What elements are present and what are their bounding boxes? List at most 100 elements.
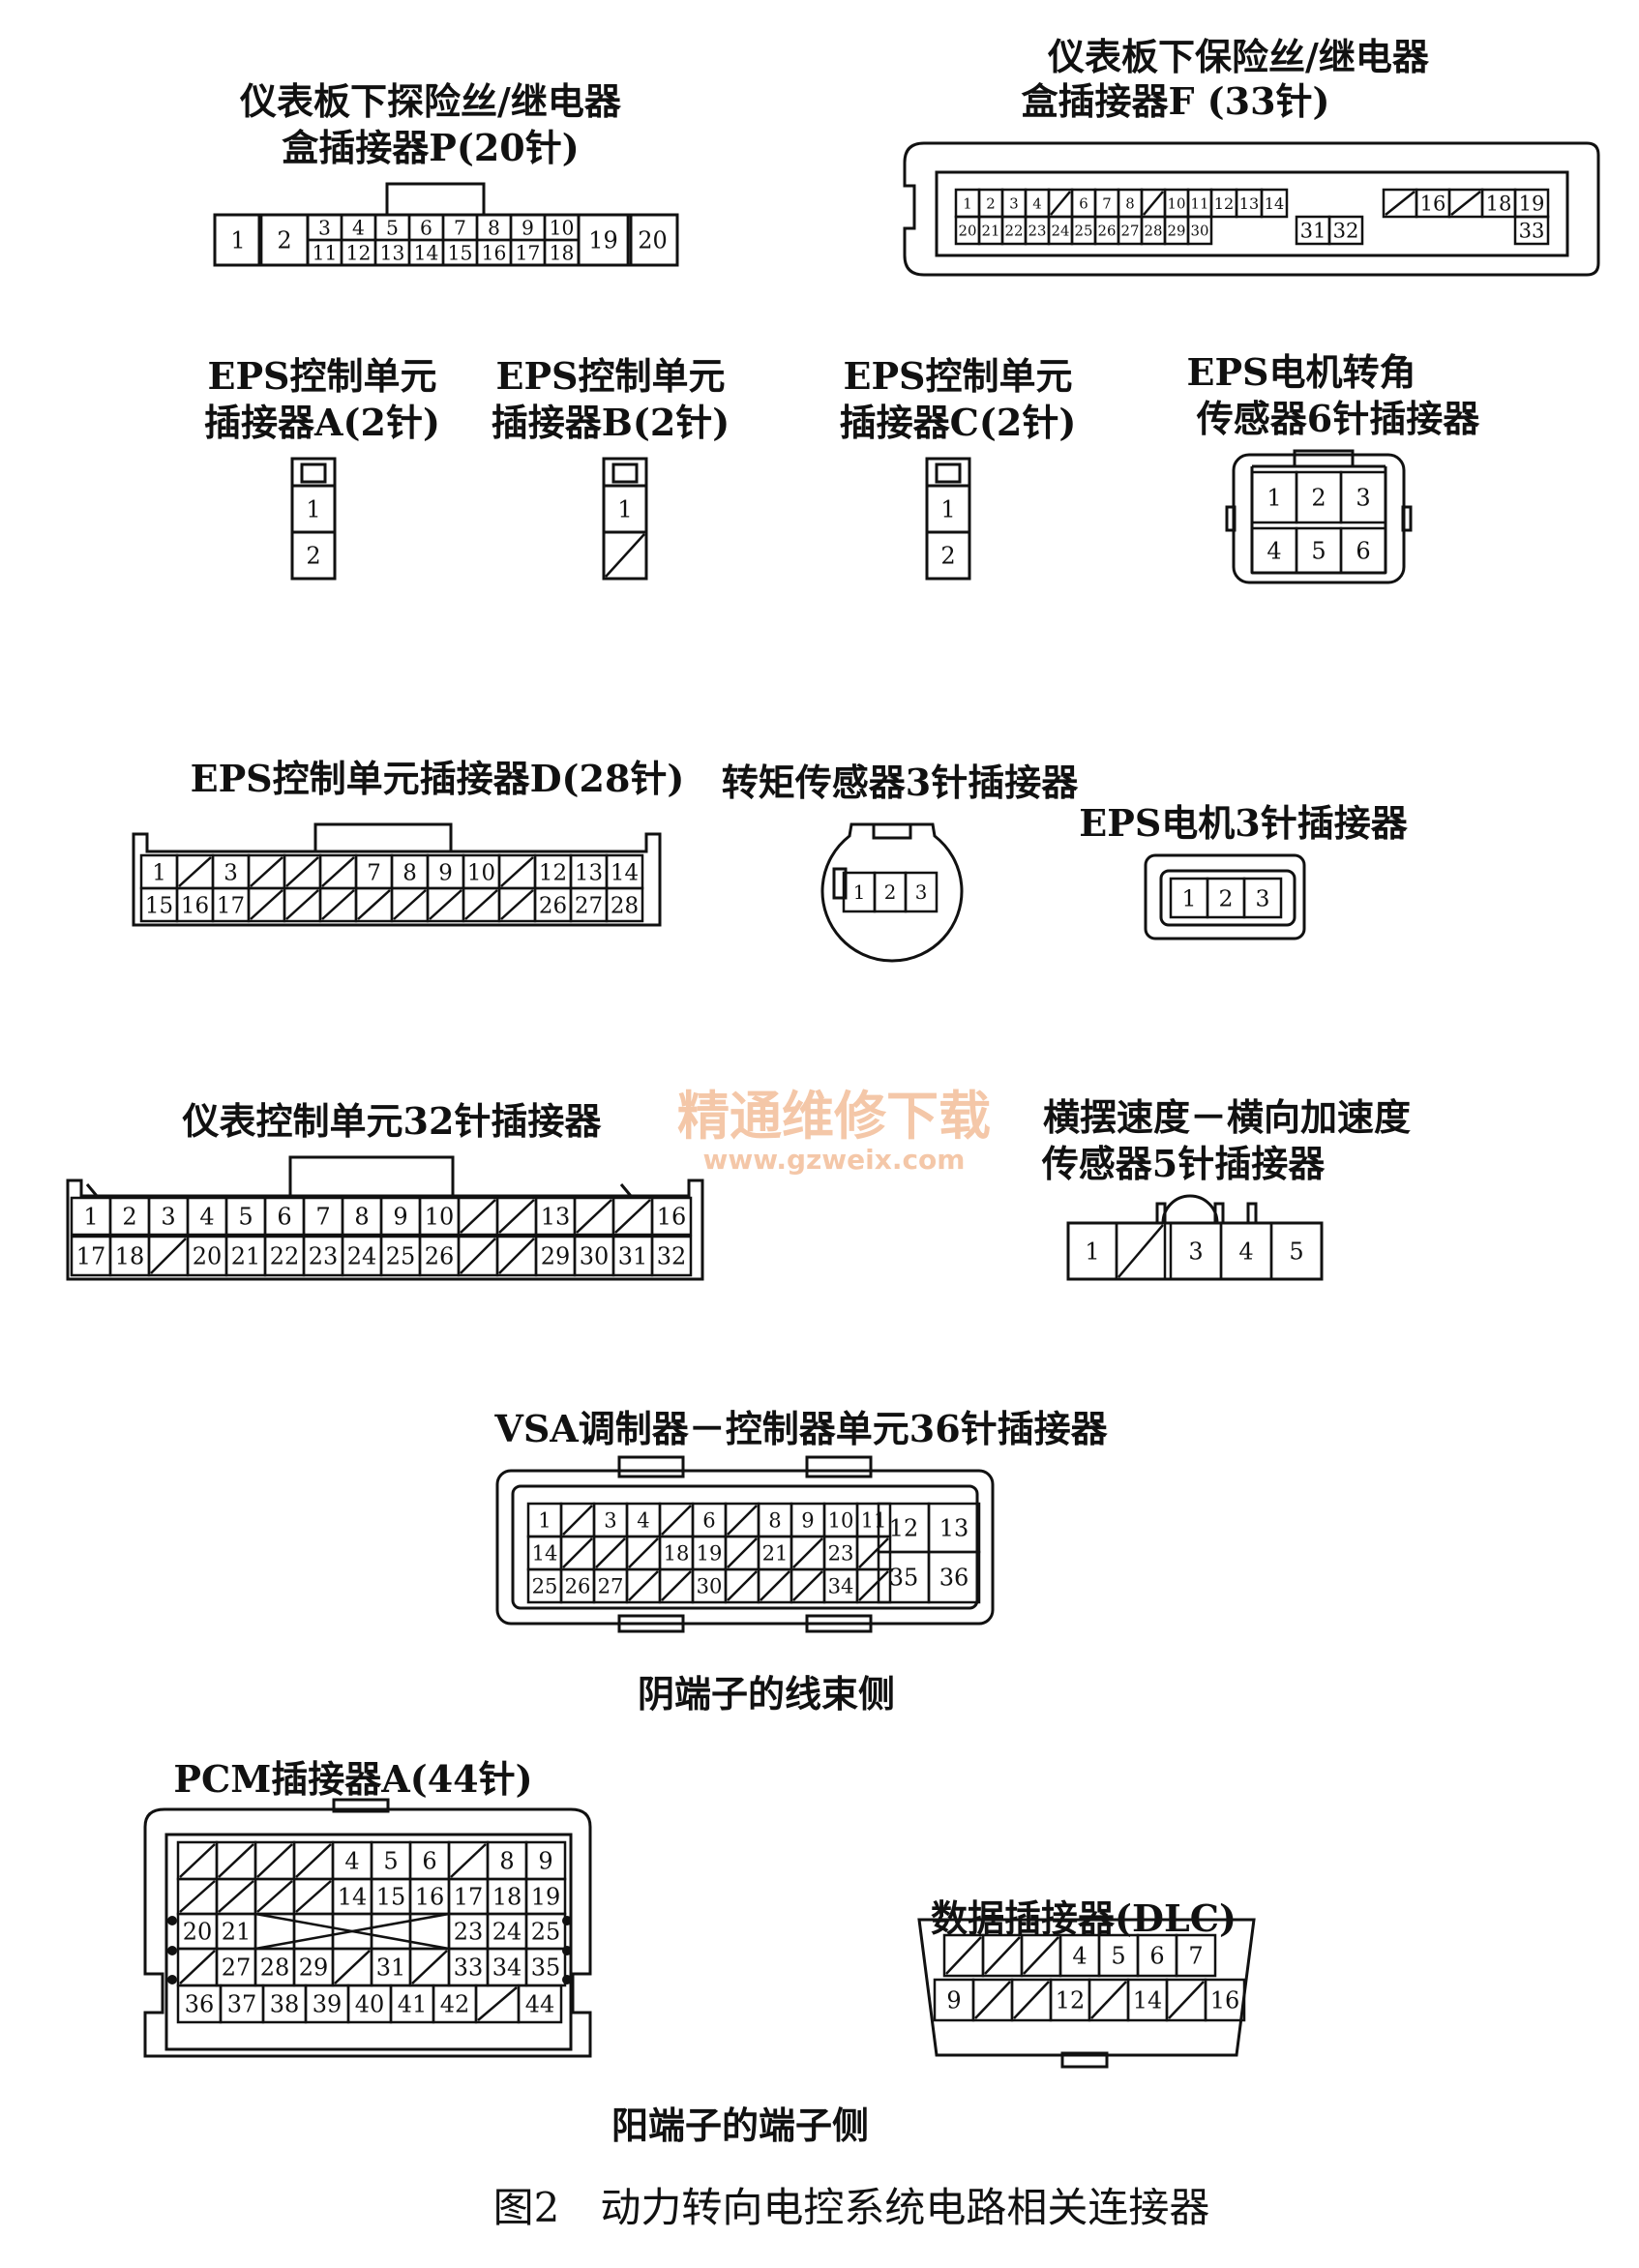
eps-d-bot-pin-15: 15 [139,886,179,923]
svg-text:33: 33 [454,1955,484,1982]
svg-text:26: 26 [1098,222,1117,239]
pcm-r1-pin-6: 6 [408,1840,451,1881]
svg-text:16: 16 [1210,1987,1240,2014]
svg-text:35: 35 [531,1955,561,1982]
title-eps-c-line2: 插接器C(2针) [840,401,1077,444]
svg-text:25: 25 [386,1243,416,1270]
svg-text:5: 5 [383,1848,398,1875]
title-meter32: 仪表控制单元32针插接器 [182,1099,603,1143]
svg-text:6: 6 [1149,1943,1164,1970]
svg-text:2: 2 [1219,884,1234,911]
pcm-r1-pin-8: 8 [486,1840,528,1881]
meter-top-pin-1: 1 [70,1196,112,1237]
pcm-r2-pin-19: 19 [524,1877,567,1916]
pcm-r4-pin-blank [408,1947,451,1987]
svg-text:4: 4 [199,1204,214,1231]
pcm-r5-pin-38: 38 [261,1984,308,2024]
vsa-r3-pin-30: 30 [691,1567,728,1604]
svg-text:16: 16 [657,1204,687,1231]
pcm-r1-pin-blank [292,1840,335,1881]
title-f33-line1: 仪表板下保险丝/继电器 [1047,35,1430,78]
motor3-pin-1: 1 [1169,877,1209,919]
svg-text:18: 18 [115,1243,145,1270]
pcm-r2-pin-14: 14 [331,1877,373,1916]
dlc-top-pin-blank [942,1933,985,1978]
pcm-r1-pin-blank [176,1840,219,1881]
eps-d-bot-pin-blank [390,886,430,923]
eps-d-bot-pin-blank [497,886,537,923]
meter-top-pin-9: 9 [379,1196,422,1237]
svg-text:21: 21 [982,222,1000,239]
title-motor3: EPS电机3针插接器 [1079,801,1408,845]
vsa-r3-pin-blank [790,1567,826,1604]
svg-text:14: 14 [1133,1987,1163,2014]
svg-text:6: 6 [420,216,432,239]
meter-bot-pin-blank [495,1235,538,1277]
svg-text:7: 7 [454,216,466,239]
pcm-r2-pin-blank [215,1877,257,1916]
vsa-right-bot-pin-35: 35 [877,1550,931,1604]
p20-top-pin-5: 5 [373,213,411,242]
svg-text:28: 28 [611,893,639,918]
f33-bot-a-pin-21: 21 [977,215,1004,246]
meter-bot-pin-18: 18 [108,1235,151,1277]
svg-text:3: 3 [1009,194,1018,212]
pcm-r3-pin-21: 21 [215,1912,257,1951]
f33-top-b-pin-14: 14 [1260,188,1289,219]
meter-top-pin-2: 2 [108,1196,151,1237]
svg-text:27: 27 [1121,222,1140,239]
svg-text:1: 1 [152,860,166,885]
pcm-r5-pin-37: 37 [219,1984,265,2024]
dlc-top-pin-6: 6 [1136,1933,1178,1978]
svg-text:10: 10 [828,1508,854,1533]
f33-top-a-pin-2: 2 [977,188,1004,219]
meter-top-pin-16: 16 [650,1196,693,1237]
dlc-bot-pin-9: 9 [933,1978,975,2022]
title-eps-a-line2: 插接器A(2针) [204,401,440,444]
connector-pcm44-shell [143,1798,592,2058]
dlc-top-pin-7: 7 [1175,1933,1217,1978]
pcm-r3-pin-24: 24 [486,1912,528,1951]
f33-top-a-pin-1: 1 [954,188,981,219]
svg-text:26: 26 [539,893,567,918]
angle6-top-pin-2: 2 [1295,470,1343,524]
connector-f33-shell [903,141,1600,277]
f33-top-c-pin-blank [1447,188,1484,219]
svg-text:30: 30 [697,1574,723,1598]
dlc-bot-pin-14: 14 [1126,1978,1169,2022]
svg-text:4: 4 [1072,1943,1087,1970]
vsa-r1-pin-blank [724,1502,760,1538]
svg-text:9: 9 [438,860,453,885]
svg-text:35: 35 [889,1565,919,1592]
pcm-r5-pin-blank [474,1984,521,2024]
eps-b-col: 1 [602,484,648,581]
eps-d-bot-pin-26: 26 [533,886,573,923]
svg-text:12: 12 [1214,194,1235,213]
svg-text:7: 7 [1102,194,1111,212]
yaw5-right-pin-5: 5 [1269,1221,1324,1281]
pcm-r1-pin-9: 9 [524,1840,567,1881]
p20-bot-pin-11: 11 [306,238,343,267]
svg-text:25: 25 [532,1574,558,1598]
svg-text:24: 24 [492,1919,522,1946]
meter-top-pin-blank [573,1196,615,1237]
svg-text:27: 27 [222,1955,252,1982]
pcm-r5-pin-44: 44 [517,1984,563,2024]
p20-right-pin-19: 19 [577,213,630,267]
svg-text:4: 4 [344,1848,359,1875]
meter-top-pin-blank [611,1196,654,1237]
svg-text:16: 16 [415,1884,445,1911]
f33-top-a-pin-6: 6 [1070,188,1097,219]
pcm-r1-pin-blank [253,1840,296,1881]
f33-bot-b-pin-31: 31 [1295,215,1331,246]
svg-text:8: 8 [402,860,417,885]
svg-text:6: 6 [1079,194,1088,212]
svg-text:14: 14 [611,860,639,885]
